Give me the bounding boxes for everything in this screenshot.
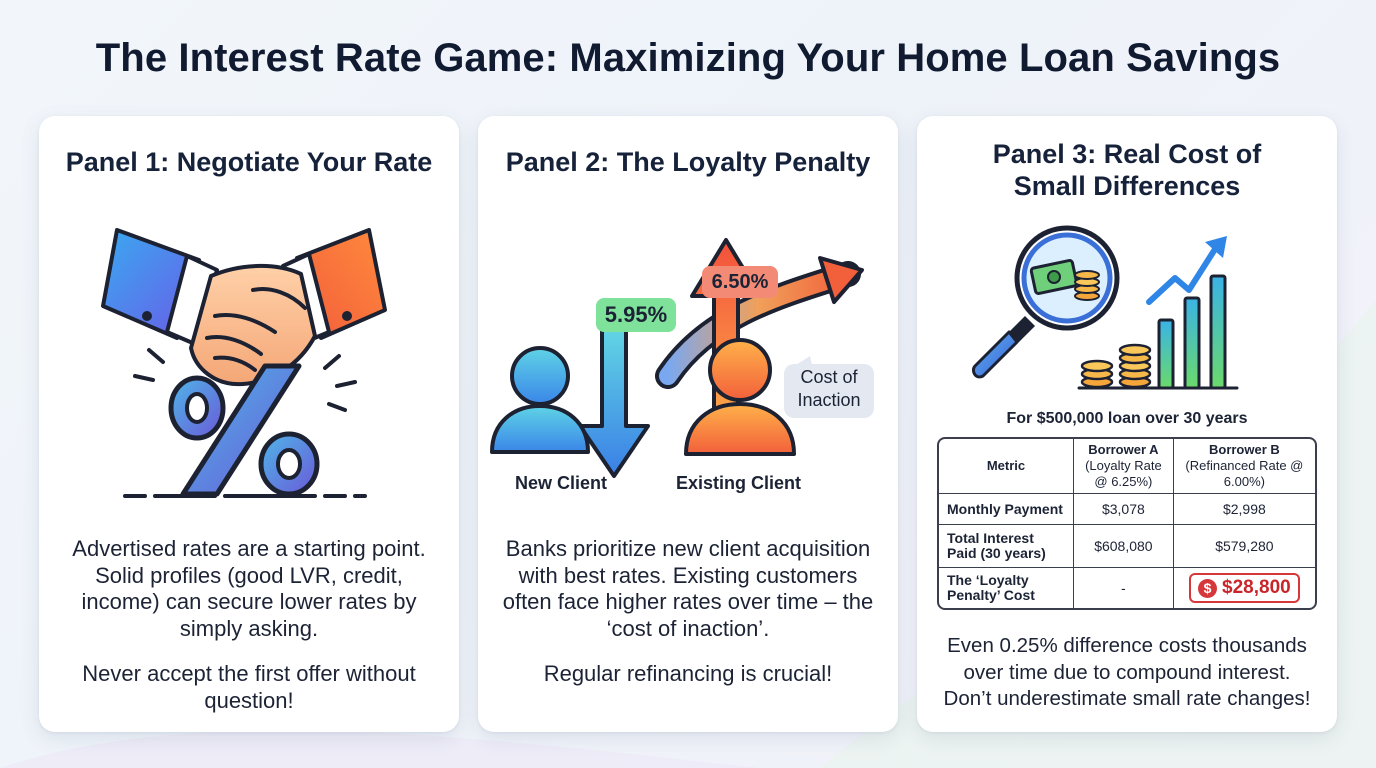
bubble-line-2: Inaction (797, 390, 861, 410)
panel3-title-line1: Panel 3: Real Cost of (992, 139, 1262, 169)
bubble-line-1: Cost of (800, 367, 858, 387)
header-borrower-a-name: Borrower A (1088, 442, 1159, 457)
new-client-person-icon (490, 346, 590, 454)
dollar-icon: $ (1198, 578, 1218, 598)
header-metric: Metric (939, 439, 1074, 494)
row-borrower-b-value: $2,998 (1173, 494, 1315, 525)
loyalty-penalty-badge: $ $28,800 (1189, 573, 1300, 603)
header-borrower-a: Borrower A (Loyalty Rate @ 6.25%) (1074, 439, 1174, 494)
row-metric: The ‘Loyalty Penalty’ Cost (939, 568, 1074, 608)
row-borrower-b-value: $579,280 (1173, 525, 1315, 568)
handshake-icon (101, 228, 387, 498)
existing-client-rate-badge: 6.50% (702, 266, 778, 298)
panel1-description: Advertised rates are a starting point. S… (72, 536, 426, 641)
cost-of-inaction-bubble: Cost of Inaction (784, 364, 874, 418)
row-metric: Monthly Payment (939, 494, 1074, 525)
panel2-title: Panel 2: The Loyalty Penalty (505, 147, 871, 177)
table-header-row: Metric Borrower A (Loyalty Rate @ 6.25%)… (939, 439, 1315, 494)
panel2-tip: Regular refinancing is crucial! (543, 661, 833, 686)
panel1-tip: Never accept the first offer without que… (82, 661, 416, 713)
table-row: Monthly Payment $3,078 $2,998 (939, 494, 1315, 525)
panel3-body: Even 0.25% difference costs thousands ov… (937, 633, 1317, 713)
panel3-title: Panel 3: Real Cost of Small Differences (917, 138, 1337, 202)
new-client-label: New Client (515, 473, 608, 493)
magnifier-money-icon (971, 225, 1120, 379)
header-borrower-b: Borrower B (Refinanced Rate @ 6.00%) (1173, 439, 1315, 494)
header-borrower-b-rate: (Refinanced Rate @ 6.00%) (1185, 458, 1304, 489)
coin-stack-icon (1080, 343, 1152, 389)
panel1-title: Panel 1: Negotiate Your Rate (65, 147, 433, 177)
new-client-rate-badge: 5.95% (596, 298, 676, 332)
row-borrower-a-value: $3,078 (1074, 494, 1174, 525)
table-row: The ‘Loyalty Penalty’ Cost - $ $28,800 (939, 568, 1315, 608)
loyalty-penalty-illustration (490, 238, 864, 478)
panel1-body: Advertised rates are a starting point. S… (59, 536, 439, 714)
loan-comparison-table: Metric Borrower A (Loyalty Rate @ 6.25%)… (937, 437, 1317, 610)
panel-real-cost: Panel 3: Real Cost of Small Differences (917, 116, 1337, 732)
row-borrower-b-value: $ $28,800 (1174, 568, 1315, 608)
existing-client-person-icon (684, 338, 796, 456)
panel-negotiate-rate: Panel 1: Negotiate Your Rate (39, 116, 459, 732)
panel3-title-line2: Small Differences (1013, 171, 1241, 201)
panel2-body: Banks prioritize new client acquisition … (498, 536, 878, 688)
trend-arrow-icon (1146, 236, 1227, 305)
row-borrower-a-value: - (1074, 568, 1174, 608)
loyalty-penalty-amount: $28,800 (1222, 577, 1291, 598)
page-title: The Interest Rate Game: Maximizing Your … (95, 36, 1281, 80)
existing-client-label: Existing Client (676, 473, 802, 493)
panel-loyalty-penalty: Panel 2: The Loyalty Penalty (478, 116, 898, 732)
header-borrower-a-rate: (Loyalty Rate @ 6.25%) (1085, 458, 1162, 489)
panel3-description: Even 0.25% difference costs thousands ov… (943, 634, 1311, 710)
savings-chart-illustration (971, 225, 1239, 390)
table-row: Total Interest Paid (30 years) $608,080 … (939, 525, 1315, 568)
row-borrower-a-value: $608,080 (1074, 525, 1174, 568)
row-metric: Total Interest Paid (30 years) (939, 525, 1074, 568)
loan-caption: For $500,000 loan over 30 years (1006, 410, 1248, 427)
panel2-description: Banks prioritize new client acquisition … (502, 536, 874, 641)
header-borrower-b-name: Borrower B (1208, 442, 1280, 457)
